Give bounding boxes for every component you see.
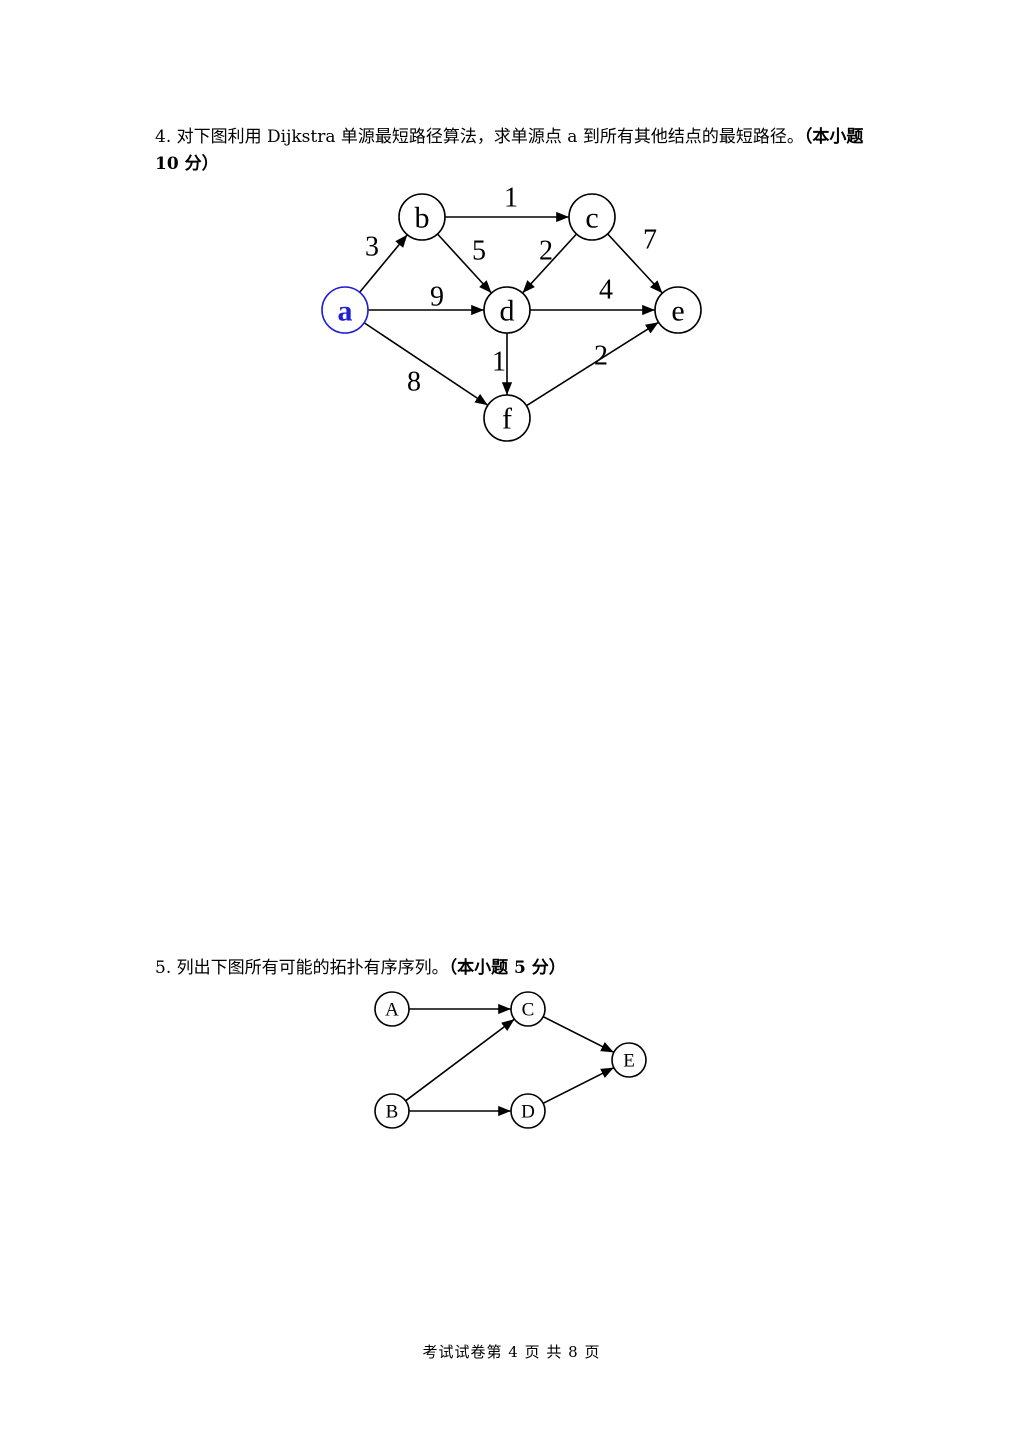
question-5: 5. 列出下图所有可能的拓扑有序序列。（本小题 5 分） xyxy=(155,955,855,982)
edge-b-d xyxy=(436,233,493,294)
question-4-score: （本小题 10 分） xyxy=(155,127,864,174)
node-circle-E xyxy=(611,1042,647,1078)
question-4: 4. 对下图利用 Dijkstra 单源最短路径算法，求单源点 a 到所有其他结… xyxy=(155,124,880,178)
node-C: C xyxy=(510,991,546,1027)
node-f: f xyxy=(483,394,531,442)
node-circle-A xyxy=(374,991,410,1027)
edge-c-e xyxy=(607,233,663,294)
edge-a-b xyxy=(359,234,408,293)
node-b: b xyxy=(398,193,446,241)
edge-weight-d-f: 1 xyxy=(492,347,506,378)
edge-weight-b-d: 5 xyxy=(472,236,486,267)
edge-weight-d-e: 4 xyxy=(599,275,613,306)
node-label-e: e xyxy=(671,295,684,328)
node-E: E xyxy=(611,1042,647,1078)
edge-weight-a-b: 3 xyxy=(365,232,379,263)
node-label-B: B xyxy=(386,1102,399,1123)
question-5-score: （本小题 5 分） xyxy=(448,958,566,978)
node-label-A: A xyxy=(385,1000,399,1021)
node-A: A xyxy=(374,991,410,1027)
node-circle-C xyxy=(510,991,546,1027)
node-label-d: d xyxy=(500,295,515,328)
node-label-a: a xyxy=(338,295,353,328)
page-footer: 考试试卷第 4 页 共 8 页 xyxy=(422,1343,601,1361)
node-label-D: D xyxy=(521,1102,535,1123)
edge-weight-b-c: 1 xyxy=(504,183,518,214)
question-5-text: 5. 列出下图所有可能的拓扑有序序列。 xyxy=(155,958,449,978)
node-label-E: E xyxy=(623,1051,635,1072)
edge-D-E xyxy=(542,1066,615,1105)
edge-c-d xyxy=(521,233,578,294)
node-circle-d xyxy=(483,286,531,334)
node-circle-B xyxy=(374,1093,410,1129)
edge-weight-c-e: 7 xyxy=(643,225,657,256)
edge-weight-a-f: 8 xyxy=(407,367,421,398)
node-e: e xyxy=(654,286,702,334)
node-circle-f xyxy=(483,394,531,442)
node-label-b: b xyxy=(415,202,430,235)
node-label-C: C xyxy=(522,1000,535,1021)
question-4-text: 4. 对下图利用 Dijkstra 单源最短路径算法，求单源点 a 到所有其他结… xyxy=(155,127,804,147)
node-d: d xyxy=(483,286,531,334)
node-c: c xyxy=(568,193,616,241)
edge-C-E xyxy=(542,1015,615,1054)
node-circle-e xyxy=(654,286,702,334)
edge-weight-f-e: 2 xyxy=(594,341,608,372)
edge-weight-a-d: 9 xyxy=(430,282,444,313)
node-B: B xyxy=(374,1093,410,1129)
node-label-c: c xyxy=(585,202,598,235)
edge-weight-c-d: 2 xyxy=(539,236,553,267)
edge-f-e xyxy=(526,321,659,407)
edge-B-C xyxy=(405,1018,515,1102)
node-circle-b xyxy=(398,193,446,241)
node-circle-D xyxy=(510,1093,546,1129)
node-a: a xyxy=(321,286,369,334)
node-D: D xyxy=(510,1093,546,1129)
node-circle-a xyxy=(321,286,369,334)
node-circle-c xyxy=(568,193,616,241)
node-label-f: f xyxy=(502,403,512,436)
edge-a-f xyxy=(363,322,489,406)
